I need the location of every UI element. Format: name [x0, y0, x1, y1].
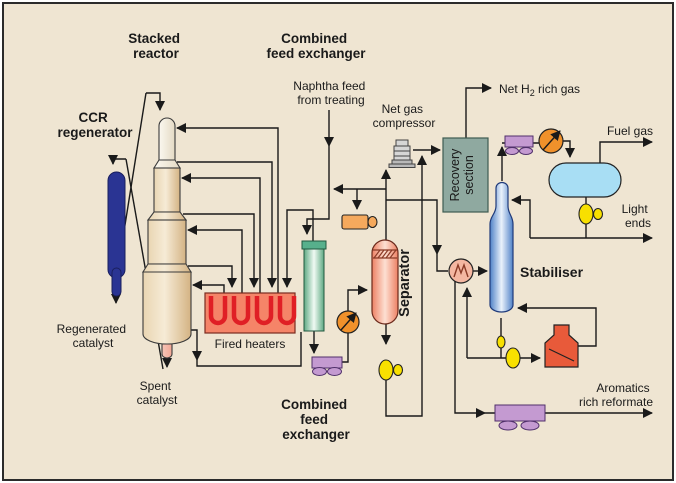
- label-naphtha-feed: Naphtha feed from treating: [293, 79, 368, 107]
- label-regenerated-catalyst: Regenerated catalyst: [57, 322, 130, 350]
- label-combined-feed-exchanger-top: Combined feed exchanger: [266, 31, 366, 61]
- heater-coil-3: [254, 296, 274, 326]
- overhead-drum: [548, 162, 622, 198]
- reactor-taper-1: [153, 159, 181, 169]
- valve-small-icon: [496, 335, 506, 349]
- line-heater-to-reactor-1: [176, 123, 279, 293]
- ccr-regenerator-vessel: [107, 171, 126, 279]
- stabiliser-column: [489, 181, 514, 313]
- valve-icon: [505, 347, 521, 369]
- line-reactor1-to-heater: [177, 161, 277, 288]
- heater-coil-4: [277, 296, 297, 326]
- line-effluent-to-exchanger: [196, 332, 302, 367]
- line-cooler-to-valve: [342, 332, 349, 363]
- reactor-taper-3: [142, 263, 192, 273]
- reboiler-tube-icon: [548, 348, 575, 362]
- label-aromatics-rich-reformate: Aromatics rich reformate: [579, 381, 653, 409]
- pump-head-icon: [367, 215, 378, 229]
- line-bottoms-product: [454, 281, 486, 418]
- separator-vessel: [371, 239, 399, 325]
- separator-demister-hatch: [373, 249, 397, 259]
- exchanger-coil-icon: [453, 262, 469, 278]
- effluent-air-cooler: [311, 356, 343, 369]
- reboiler: [544, 324, 579, 368]
- reactor-section-4: [142, 271, 192, 345]
- valve-arrow-icon: [542, 130, 561, 151]
- recovery-section-box: [442, 137, 489, 213]
- label-recovery-line2: section: [462, 155, 476, 195]
- line-into-pink-exchanger: [436, 254, 448, 272]
- feed-bottoms-exchanger-icon: [448, 258, 474, 284]
- heater-coil-2: [231, 296, 251, 326]
- cooler-fan-icon: [505, 147, 519, 155]
- feed-exchanger-cap: [301, 240, 327, 250]
- label-combined-feed-exchanger-bottom: Combined feed exchanger: [281, 397, 351, 442]
- valve-actuator-icon: [392, 363, 404, 377]
- label-light-ends: Light ends: [622, 202, 651, 230]
- line-into-regenerator-top: [108, 155, 126, 165]
- reactor-section-1: [158, 117, 176, 161]
- line-reactor2-to-heater: [183, 213, 259, 288]
- line-to-drum: [563, 140, 575, 158]
- line-exchanger-to-heater: [282, 209, 314, 288]
- cooler-fan-icon: [312, 367, 327, 376]
- feed-exchanger-vessel: [303, 248, 325, 332]
- label-separator: Separator: [397, 249, 413, 317]
- line-heater-to-reactor-2: [181, 173, 261, 293]
- valve-icon: [378, 359, 394, 381]
- cooler-fan-icon: [327, 367, 342, 376]
- reactor-bottom-stem: [161, 343, 173, 359]
- cooler-fan-icon: [520, 420, 540, 431]
- label-stabiliser: Stabiliser: [520, 264, 584, 280]
- line-catalyst-to-reactor-top: [146, 92, 165, 111]
- valve-actuator-icon: [592, 207, 604, 221]
- valve-arrow-icon: [340, 312, 357, 331]
- line-heater-to-reactor-3: [187, 225, 243, 293]
- line-fuel-gas: [599, 137, 653, 163]
- reactor-taper-2: [146, 211, 188, 221]
- line-feed-to-exchanger: [302, 146, 330, 235]
- label-recovery-line1: Recovery: [448, 148, 462, 202]
- product-air-cooler: [494, 404, 546, 422]
- line-gas-to-feed-exchanger: [386, 199, 442, 255]
- net-gas-compressor-icon: [388, 139, 416, 168]
- line-reflux: [511, 195, 531, 238]
- ccr-regenerator-stem: [111, 267, 122, 297]
- cooler-fan-icon: [519, 147, 533, 155]
- label-fuel-gas: Fuel gas: [607, 124, 653, 138]
- equipment: [107, 117, 622, 431]
- label-net-gas-compressor: Net gas compressor: [373, 102, 436, 130]
- pump-body: [341, 214, 369, 230]
- line-net-h2: [465, 83, 492, 138]
- reactor-section-2: [153, 167, 181, 213]
- line-reboiler-return: [517, 303, 597, 347]
- line-effluent-down: [191, 329, 202, 361]
- label-fired-heaters: Fired heaters: [215, 337, 286, 351]
- label-stacked-reactor: Stacked reactor: [128, 31, 184, 61]
- label-ccr-regenerator: CCR regenerator: [57, 110, 133, 140]
- line-liquid-recontact: [385, 155, 427, 417]
- line-heater-to-reactor-4: [192, 280, 225, 293]
- heater-coil-1: [208, 296, 228, 326]
- labels: Stacked reactor Combined feed exchanger …: [57, 31, 654, 442]
- valve-icon: [578, 203, 594, 225]
- line-to-separator: [347, 285, 368, 312]
- overhead-air-cooler: [504, 135, 534, 148]
- reactor-section-3: [147, 219, 187, 265]
- label-net-h2-rich-gas: Net H2 rich gas: [499, 82, 580, 98]
- label-spent-catalyst: Spent catalyst: [137, 379, 178, 407]
- line-reactor3-to-heater: [188, 265, 237, 288]
- cooler-fan-icon: [498, 420, 518, 431]
